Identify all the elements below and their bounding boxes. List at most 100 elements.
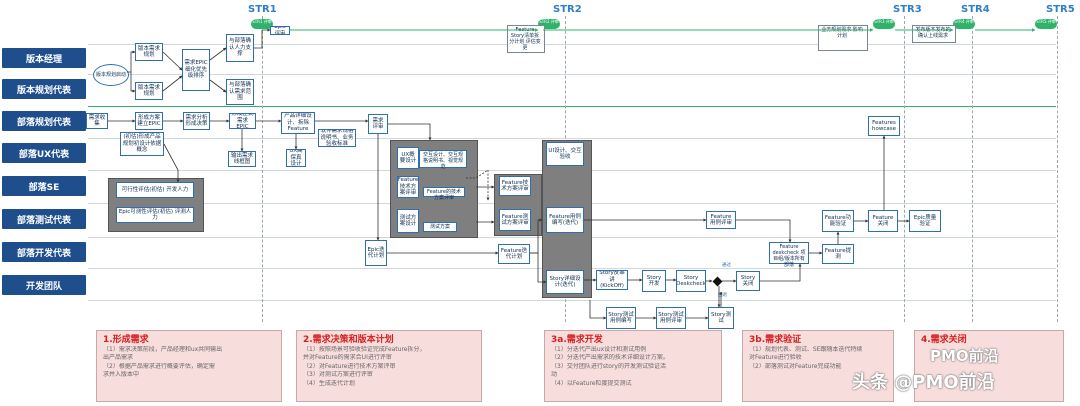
lane-divider — [88, 300, 1056, 301]
stage-str2: STR2 — [553, 4, 582, 15]
product-design-box: 产品详细设计、拆除Feature — [281, 112, 315, 134]
arrow — [589, 300, 607, 320]
role-tribe-test: 部落测试代表 — [2, 209, 86, 229]
feature-tech-plan-note: Feature的技术方案评审 — [423, 187, 465, 201]
role-tribe-planner: 部落规划代表 — [2, 111, 86, 131]
watermark-bottom: 头条 @PMO前沿 — [852, 372, 995, 393]
sw-review-box: 软件需求规格说明书、业务验收标准 — [318, 129, 356, 147]
interaction-note: 交互设计、交互规格说明书、视觉规范 — [419, 150, 467, 170]
stage-str4: STR4 — [961, 4, 990, 15]
feature-usecase-box: Feature用例编写(迭代) — [546, 207, 584, 233]
arrow — [530, 218, 543, 254]
phase-line: （4）生成迭代计划 — [303, 379, 355, 387]
phase-line: （2）分迭代产出需求的技术详细设计方案。 — [551, 354, 669, 362]
role-version-manager: 版本经理 — [2, 48, 86, 68]
fail-label: 回退 — [718, 293, 727, 298]
milestone-line — [972, 16, 973, 322]
phase-title: 3a.需求开发 — [551, 335, 603, 345]
phase-line: （4）以Feature粒度提交测试 — [551, 379, 632, 387]
arrow — [388, 123, 432, 141]
epic-feasibility-box: Epic可测性评估(初估) 评测人力 — [116, 207, 194, 223]
feature-test-review-box: Feature测试方案评审 — [499, 209, 531, 231]
confirm-demand-box: 与部落确认需求范围 — [226, 79, 254, 105]
req-review-box: 需求评审 — [368, 114, 388, 134]
str5-review-pill: STR5 评审 — [1035, 19, 1057, 29]
arch-estimate-box: (初估)形成产品规划初设计依据概念 — [120, 132, 164, 156]
phase-line: （3）对测试方案进行评审 — [303, 371, 373, 379]
epic-iteration-box: Epic迭代计划 — [365, 240, 387, 266]
ux-grey-detail-box: UI设计、交互验收 — [546, 142, 584, 166]
phase-line: 动 — [551, 371, 558, 379]
stage-str1: STR1 — [248, 4, 277, 15]
role-tribe-se: 部落SE — [2, 176, 86, 196]
story-close-box: Story关闭 — [736, 271, 760, 291]
arrow — [163, 143, 180, 183]
phase-line: （2）根据产品需求进行概要评估，确定需 — [103, 362, 215, 370]
ux-design-box: UX概要设计 — [397, 147, 419, 169]
phase-title: 4.需求关闭 — [921, 335, 967, 345]
arrow — [162, 75, 183, 92]
feasibility-box: 可行性评估(初估) 开发人力 — [116, 182, 194, 198]
lane-divider — [88, 106, 1056, 107]
phase-close: 4.需求关闭 — [914, 330, 1064, 402]
stage-str5: STR5 — [1046, 4, 1075, 15]
phase-decision-plan: 2.需求决策和版本计划 （1）按照场景可验收验证完成Feature拆分， 并对F… — [296, 330, 482, 402]
arrow — [530, 252, 547, 284]
arrow — [130, 72, 136, 93]
feature-deliver-box: Feature提测 — [822, 244, 854, 264]
lane-divider — [88, 138, 1056, 139]
arrow — [466, 169, 490, 201]
arrow — [209, 79, 227, 93]
req-collect-box: 需求收集 — [86, 113, 108, 129]
role-dev-team: 开发团队 — [2, 275, 86, 295]
role-tribe-dev: 部落开发代表 — [2, 242, 86, 262]
start-node: 版本规划启动 — [93, 64, 129, 86]
milestone-line — [1057, 16, 1058, 322]
arrow — [736, 219, 792, 243]
arrow — [254, 28, 271, 49]
phase-line: （3）交付团队进行story的开发测试验证活 — [551, 362, 666, 370]
arrow — [127, 50, 136, 73]
stage-str3: STR3 — [893, 4, 922, 15]
feature-verify-box: Feature功能验证 — [822, 210, 854, 232]
feature-tech2-box: Feature技术方案评审 — [499, 176, 531, 196]
phase-form-requirement: 1.形成需求 （1）需求决策前段，产品经理和ux共同输出 出产品需求 （2）根据… — [96, 330, 282, 402]
arrow — [209, 47, 227, 61]
version-req-box: 版本需求规划 — [135, 82, 163, 100]
str3-review-pill: STR3 评审 — [873, 19, 895, 29]
str1-review-pill: STR1 评审 — [251, 19, 273, 29]
lane-divider — [88, 74, 1056, 75]
phase-line: 并对Feature的需求合UI进行评审 — [303, 354, 392, 362]
test-design-box: 测试方案设计 — [397, 209, 419, 233]
test-plan-note: 测试方案 — [423, 222, 457, 232]
form-epic-box: 形成方案建立EPIC — [135, 112, 163, 130]
phase-verification: 3b.需求验证 （1）规划代表、测试、SE跟随本迭代特续 对Feature进行验… — [742, 330, 894, 402]
epic-priority-box: 需求EPIC细化优先级排序 — [182, 49, 210, 91]
phase-line: （2）对Feature进行技术方案评审 — [303, 362, 396, 370]
story-test-box: Story测试 — [708, 307, 734, 329]
pass-label: 通过 — [722, 263, 731, 268]
str4-review-pill: STR4 评审 — [953, 19, 975, 29]
phase-line: （1）规划代表、测试、SE跟随本迭代特续 — [749, 346, 863, 353]
phase-title: 2.需求决策和版本计划 — [303, 335, 394, 345]
confirm-resource-box: 与部落确认人力支撑 — [226, 34, 254, 62]
role-tribe-ux: 部落UX代表 — [2, 143, 86, 163]
phase-line: （1）按照场景可验收验证完成Feature拆分， — [303, 346, 426, 353]
phase-development: 3a.需求开发 （1）分迭代产出ux设计和测试用例 （2）分迭代产出需求的技术详… — [544, 330, 722, 402]
story-split-box: Story详细设计(迭代) — [546, 270, 584, 294]
output-ux-box: 输出需求线框图 — [228, 151, 256, 167]
milestone-line — [904, 16, 905, 322]
arrow — [760, 263, 802, 282]
story-testcase-review-box: Story测试用例评审 — [656, 307, 686, 329]
phase-line: 出产品需求 — [103, 354, 134, 362]
feature-tech-box: Feature技术方案评审 — [397, 176, 419, 198]
str2-review-pill: STR2 评审 — [538, 19, 560, 29]
role-version-planner: 版本规划代表 — [2, 79, 86, 99]
phase-line: 对Feature进行验收 — [749, 354, 802, 362]
phase-title: 3b.需求验证 — [749, 335, 802, 345]
split-epic-box: 形成正式需求EPIC — [229, 113, 256, 129]
phase-line: 求并入版本中 — [103, 371, 140, 379]
milestone-line — [262, 16, 263, 322]
